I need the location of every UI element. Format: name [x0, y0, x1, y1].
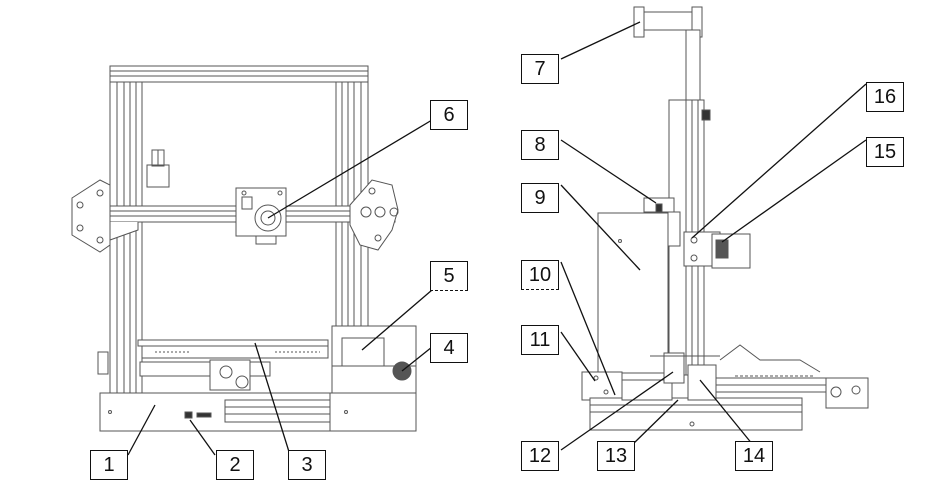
print-head-front	[235, 187, 287, 245]
leader-5	[361, 289, 433, 351]
y-rail-side	[650, 344, 869, 409]
base-front	[99, 392, 417, 432]
callout-11: 11	[521, 325, 559, 355]
leader-11	[560, 331, 596, 382]
lcd-unit-front	[331, 325, 417, 397]
print-head-side	[683, 231, 751, 269]
callout-8: 8	[521, 130, 559, 160]
leader-15	[721, 139, 867, 243]
z-motor-left	[146, 149, 170, 188]
callout-16: 16	[866, 82, 904, 112]
leader-6	[267, 119, 433, 219]
callout-5: 5	[430, 261, 468, 291]
top-frame-bar	[109, 65, 369, 83]
leader-14	[699, 379, 754, 446]
base-side	[581, 352, 803, 431]
callout-3: 3	[288, 450, 326, 480]
side-view	[581, 6, 869, 431]
callout-12: 12	[521, 441, 559, 471]
leader-10	[560, 261, 616, 396]
callout-15: 15	[866, 137, 904, 167]
controller-box-side	[597, 212, 669, 374]
callout-2: 2	[216, 450, 254, 480]
callout-1: 1	[90, 450, 128, 480]
callout-7: 7	[521, 54, 559, 84]
callout-14: 14	[735, 441, 773, 471]
leader-9	[560, 184, 641, 271]
heated-bed-front	[97, 339, 329, 391]
callout-9: 9	[521, 183, 559, 213]
leader-3	[254, 342, 291, 456]
leader-8	[560, 139, 657, 204]
callout-10: 10	[521, 260, 559, 290]
leader-lines	[127, 21, 867, 456]
leader-16	[691, 83, 867, 239]
gantry-right-plate	[349, 179, 399, 251]
gantry-left-plate	[71, 179, 111, 253]
leader-13	[631, 399, 679, 446]
leader-1	[127, 404, 156, 456]
callout-4: 4	[430, 333, 468, 363]
callout-6: 6	[430, 100, 468, 130]
leader-12	[560, 371, 674, 451]
leader-7	[560, 21, 641, 60]
leader-4	[401, 346, 433, 372]
front-view	[71, 65, 417, 432]
leader-2	[189, 419, 216, 456]
spool-holder-side	[633, 6, 703, 101]
callout-13: 13	[597, 441, 635, 471]
